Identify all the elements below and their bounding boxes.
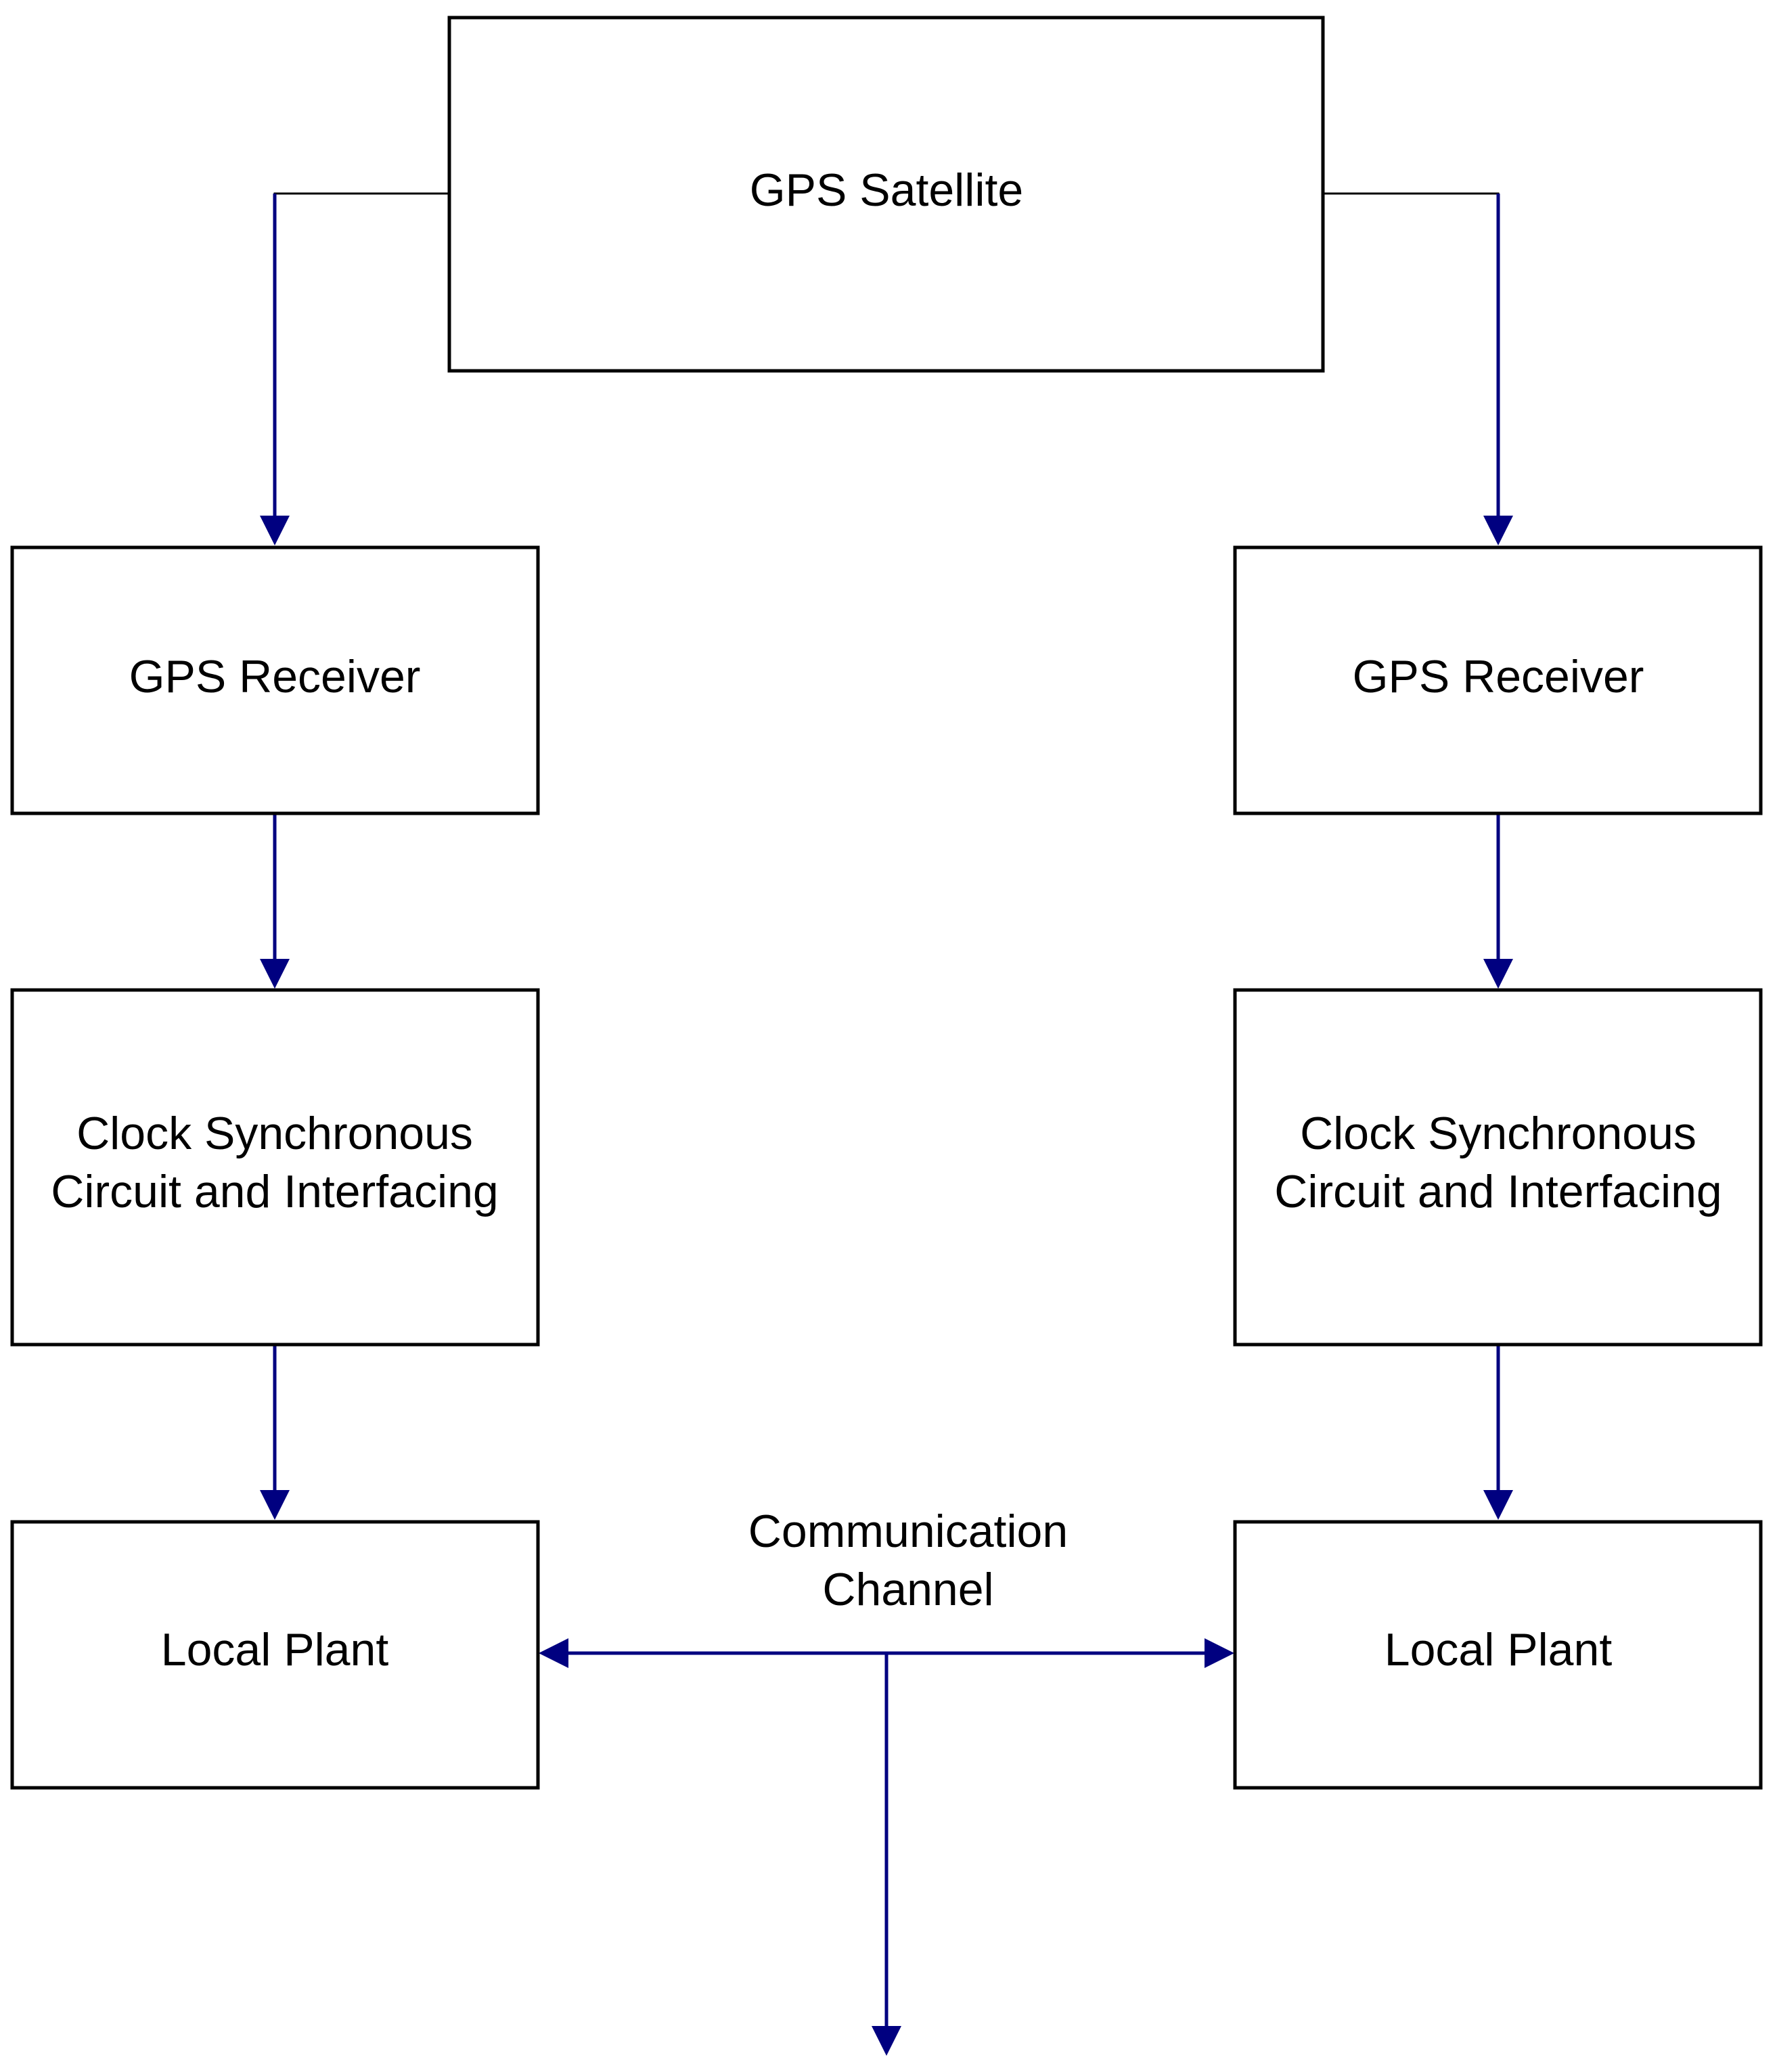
satellite-to-right-receiver-line xyxy=(1323,192,1500,196)
right-gps-receiver-label: GPS Receiver xyxy=(1353,651,1644,702)
right-local-plant-box: Local Plant xyxy=(1233,1520,1763,1790)
right-clock-sync-label-line1: Clock Synchronous xyxy=(1300,1108,1696,1159)
left-plant-arrowhead xyxy=(260,1490,290,1520)
left-local-plant-label: Local Plant xyxy=(161,1624,389,1675)
connectors xyxy=(260,192,1513,2056)
satellite-to-left-receiver-line xyxy=(273,192,449,196)
left-clock-sync-label-line1: Clock Synchronous xyxy=(76,1108,473,1159)
right-gps-receiver-box: GPS Receiver xyxy=(1233,545,1763,815)
communication-channel-label-line2: Channel xyxy=(822,1564,993,1615)
right-clock-sync-label-line2: Circuit and Interfacing xyxy=(1274,1166,1722,1217)
right-clock-arrowhead xyxy=(1483,959,1513,989)
left-clock-sync-box: Clock Synchronous Circuit and Interfacin… xyxy=(10,988,540,1347)
left-receiver-arrowhead xyxy=(260,516,290,545)
left-gps-receiver-box: GPS Receiver xyxy=(10,545,540,815)
left-clock-sync-label-line2: Circuit and Interfacing xyxy=(51,1166,498,1217)
channel-right-arrowhead xyxy=(1205,1638,1234,1668)
right-clock-sync-box: Clock Synchronous Circuit and Interfacin… xyxy=(1233,988,1763,1347)
gps-satellite-box: GPS Satellite xyxy=(447,16,1325,373)
channel-down-arrowhead xyxy=(872,2026,901,2056)
communication-channel-label-line1: Communication xyxy=(748,1506,1068,1557)
right-plant-arrowhead xyxy=(1483,1490,1513,1520)
right-receiver-arrowhead xyxy=(1483,516,1513,545)
communication-channel-label: Communication Channel xyxy=(748,1506,1068,1615)
left-clock-arrowhead xyxy=(260,959,290,989)
channel-left-arrowhead xyxy=(539,1638,568,1668)
left-gps-receiver-label: GPS Receiver xyxy=(129,651,421,702)
right-local-plant-label: Local Plant xyxy=(1385,1624,1613,1675)
gps-satellite-label: GPS Satellite xyxy=(750,164,1023,216)
left-local-plant-box: Local Plant xyxy=(10,1520,540,1790)
